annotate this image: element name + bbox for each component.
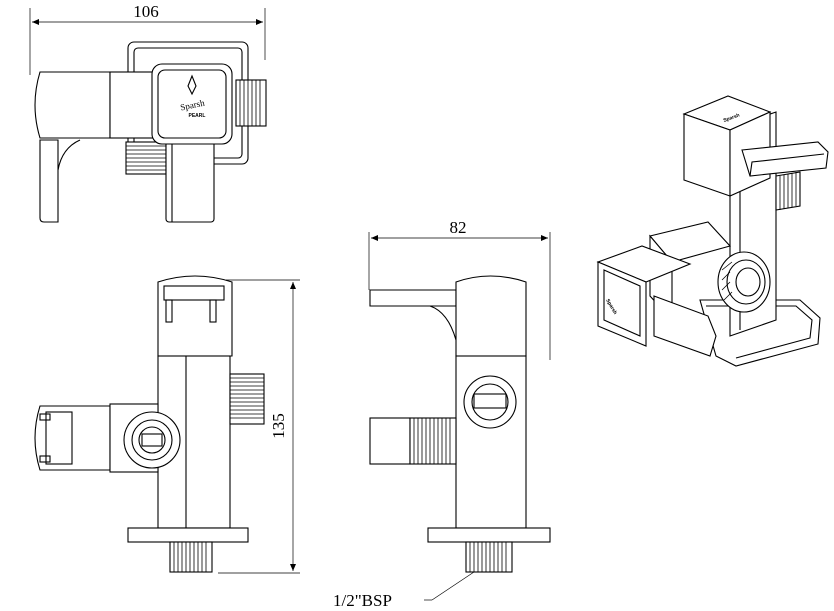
dimension-label-side: 82 <box>450 218 467 237</box>
dimension-front-height: 135 <box>218 279 300 574</box>
svg-text:Sparsh: Sparsh <box>723 112 741 123</box>
dimension-top-width: 106 <box>29 2 266 75</box>
thread-label: 1/2"BSP <box>333 591 392 610</box>
dimension-label-front: 135 <box>269 413 288 439</box>
dimension-label-top: 106 <box>133 2 159 21</box>
front-view: 135 <box>34 275 300 574</box>
side-view: 82 <box>333 218 551 610</box>
thread-callout: 1/2"BSP <box>333 571 475 610</box>
svg-text:PEARL: PEARL <box>189 113 206 119</box>
top-view: 106 Sparsh <box>29 2 267 223</box>
logo-iso-top: Sparsh <box>723 112 741 123</box>
dimension-side-width: 82 <box>368 218 551 360</box>
isometric-view: Sparsh Sparsh <box>596 95 829 367</box>
